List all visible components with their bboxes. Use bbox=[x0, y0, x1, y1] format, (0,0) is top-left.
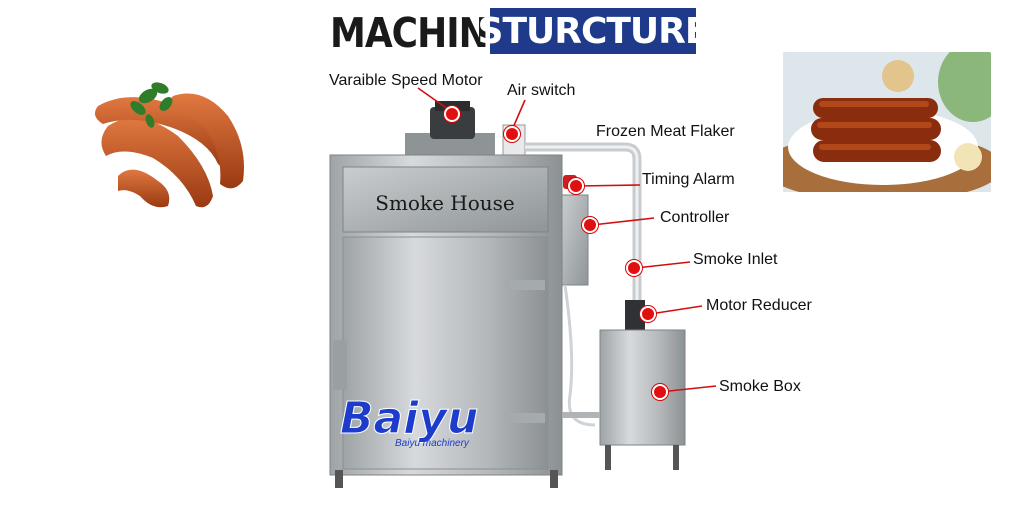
smoke-inlet-marker-dot bbox=[628, 262, 640, 274]
smoke-house-machine: Smoke House bbox=[329, 101, 686, 488]
label-smoke-inlet: Smoke Inlet bbox=[693, 251, 778, 268]
title-structure: STURCTURE bbox=[478, 8, 709, 54]
label-controller: Controller bbox=[660, 209, 730, 226]
controller-marker-dot bbox=[584, 219, 596, 231]
brand-logo: Baiyu Baiyu machinery bbox=[340, 393, 500, 466]
label-frozen-meat-flaker: Frozen Meat Flaker bbox=[596, 123, 735, 140]
label-smoke-box: Smoke Box bbox=[719, 378, 801, 395]
panel-text: Smoke House bbox=[375, 191, 514, 215]
label-variable-speed-motor: Varaible Speed Motor bbox=[329, 72, 483, 89]
title-machine: MACHINE bbox=[330, 10, 512, 58]
sausage-image-left bbox=[94, 82, 244, 208]
timing-alarm-marker-dot bbox=[570, 180, 582, 192]
smoke-box-marker-dot bbox=[654, 386, 666, 398]
label-timing-alarm: Timing Alarm bbox=[642, 171, 735, 188]
brand-logo-subtext: Baiyu machinery bbox=[395, 438, 469, 449]
sausage-plate-photo bbox=[783, 52, 991, 192]
label-air-switch: Air switch bbox=[507, 82, 576, 99]
air-switch-marker-dot bbox=[506, 128, 518, 140]
motor-marker-dot bbox=[446, 108, 458, 120]
label-motor-reducer: Motor Reducer bbox=[706, 297, 812, 314]
motor-reducer-marker-dot bbox=[642, 308, 654, 320]
brand-logo-text: Baiyu bbox=[340, 393, 479, 444]
